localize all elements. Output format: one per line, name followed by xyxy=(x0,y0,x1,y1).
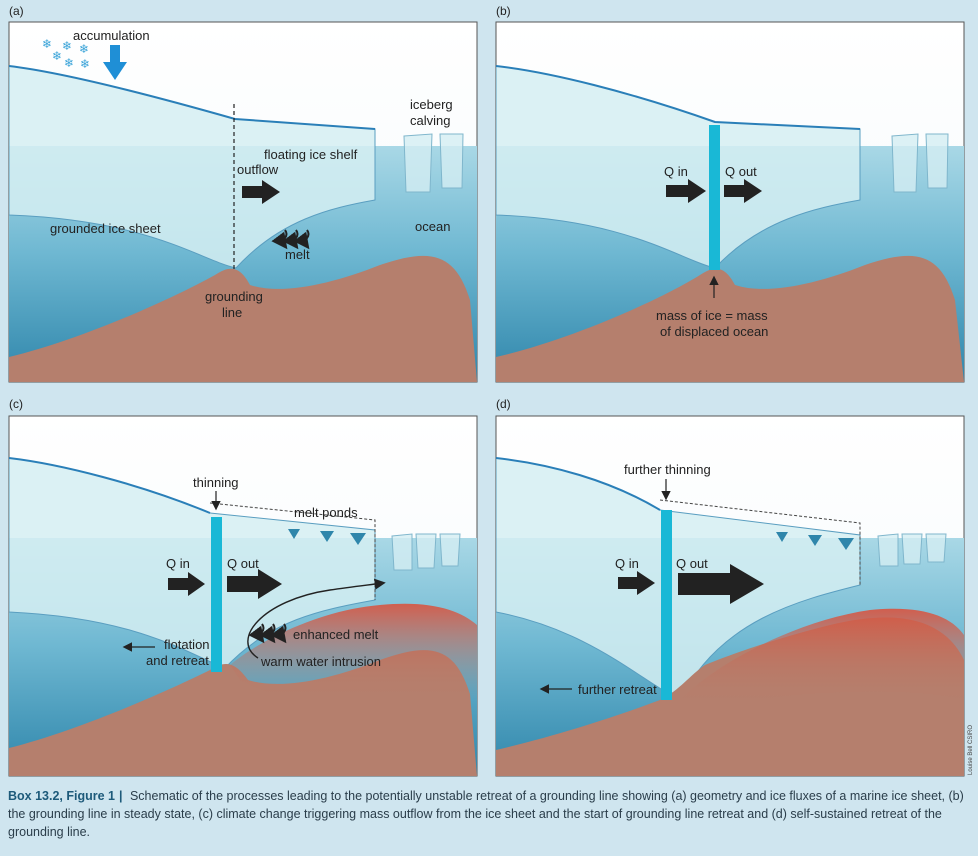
accumulation-arrow-icon xyxy=(103,45,127,80)
svg-text:❄: ❄ xyxy=(62,39,72,53)
label-flotation: flotation xyxy=(164,637,210,652)
label-ocean: ocean xyxy=(415,219,450,234)
icebergs xyxy=(403,133,464,193)
label-q-out: Q out xyxy=(676,556,708,571)
panel-b: (b) Q in Q out mass of ice = mass of dis… xyxy=(495,4,965,383)
q-in-arrow-icon xyxy=(666,179,706,203)
label-warm-water: warm water intrusion xyxy=(260,654,381,669)
label-q-out: Q out xyxy=(725,164,757,179)
panel-b-letter: (b) xyxy=(496,4,511,18)
label-mass-line1: mass of ice = mass xyxy=(656,308,768,323)
label-q-out: Q out xyxy=(227,556,259,571)
image-credit: Louise Bell CSIRO xyxy=(968,725,974,775)
caption-heading: Box 13.2, Figure 1 xyxy=(8,789,115,803)
panel-d: (d) further thinning Q in Q out further … xyxy=(495,397,965,777)
q-in-arrow-icon xyxy=(618,571,655,595)
melt-ponds-icon xyxy=(776,532,854,550)
label-thinning: thinning xyxy=(193,475,239,490)
grounding-line-bar xyxy=(211,517,222,672)
icebergs xyxy=(891,133,949,193)
svg-text:❄: ❄ xyxy=(64,56,74,70)
svg-text:❄: ❄ xyxy=(80,57,90,71)
label-further-thinning: further thinning xyxy=(624,462,711,477)
caption-separator: | xyxy=(118,789,123,803)
warm-water-zone xyxy=(680,608,964,707)
warm-water-zone xyxy=(230,603,477,701)
q-out-arrow-icon xyxy=(724,179,762,203)
label-q-in: Q in xyxy=(166,556,190,571)
label-q-in: Q in xyxy=(664,164,688,179)
panel-c-letter: (c) xyxy=(9,397,23,411)
label-and-retreat: and retreat xyxy=(146,653,209,668)
snowflakes-icon: ❄❄❄ ❄❄❄ xyxy=(42,37,90,71)
melt-arrows-icon xyxy=(248,623,287,644)
label-q-in: Q in xyxy=(615,556,639,571)
grounding-line-bar xyxy=(709,125,720,270)
bedrock xyxy=(496,255,964,382)
label-floating-ice-shelf: floating ice shelf xyxy=(264,147,358,162)
q-out-arrow-icon xyxy=(678,564,764,604)
label-grounding: grounding xyxy=(205,289,263,304)
panel-d-letter: (d) xyxy=(496,397,511,411)
q-out-arrow-icon xyxy=(227,569,282,599)
label-iceberg: iceberg xyxy=(410,97,453,112)
q-in-arrow-icon xyxy=(168,572,205,596)
svg-text:❄: ❄ xyxy=(42,37,52,51)
panel-a: (a) ❄❄❄ ❄❄❄ accumulation iceberg calving… xyxy=(8,4,478,383)
icebergs xyxy=(877,533,947,567)
label-enhanced-melt: enhanced melt xyxy=(293,627,379,642)
warm-water-arrow-icon xyxy=(247,578,386,659)
label-melt-ponds: melt ponds xyxy=(294,505,358,520)
grounding-line-bar xyxy=(661,510,672,700)
label-further-retreat: further retreat xyxy=(578,682,657,697)
label-calving: calving xyxy=(410,113,450,128)
panel-c: (c) thinning melt ponds Q in Q out xyxy=(8,397,478,777)
panel-a-letter: (a) xyxy=(9,4,24,18)
label-accumulation: accumulation xyxy=(73,28,150,43)
melt-ponds-icon xyxy=(288,529,366,545)
icebergs xyxy=(391,533,461,571)
label-outflow: outflow xyxy=(237,162,279,177)
svg-text:❄: ❄ xyxy=(79,42,89,56)
svg-text:❄: ❄ xyxy=(52,49,62,63)
label-line: line xyxy=(222,305,242,320)
caption-text: Schematic of the processes leading to th… xyxy=(8,789,964,839)
label-melt: melt xyxy=(285,247,310,262)
melt-arrows-icon xyxy=(271,229,310,250)
label-grounded-ice-sheet: grounded ice sheet xyxy=(50,221,161,236)
figure-caption: Box 13.2, Figure 1| Schematic of the pro… xyxy=(8,787,970,841)
previous-ice-surface xyxy=(209,502,376,600)
previous-ice-surface xyxy=(659,499,861,585)
label-mass-line2: of displaced ocean xyxy=(660,324,768,339)
bedrock xyxy=(9,255,477,382)
outflow-arrow-icon xyxy=(242,180,280,204)
